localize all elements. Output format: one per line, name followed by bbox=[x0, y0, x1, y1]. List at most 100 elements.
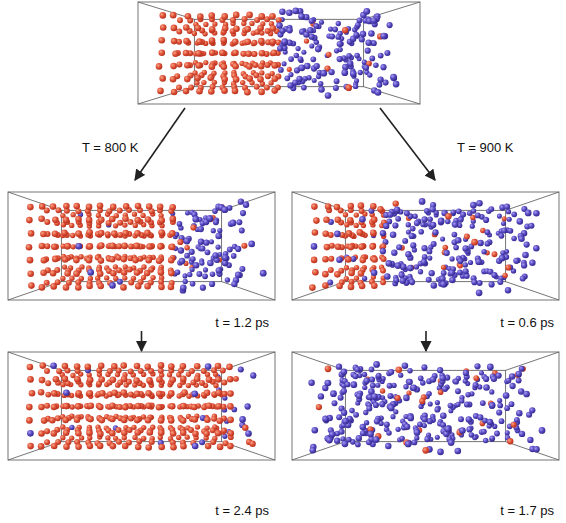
box-edge bbox=[506, 282, 559, 300]
red-atom bbox=[221, 64, 228, 71]
red-atom bbox=[169, 230, 176, 237]
blue-atom bbox=[477, 240, 484, 247]
red-atom bbox=[222, 25, 229, 32]
blue-atom bbox=[292, 8, 299, 15]
red-atom bbox=[221, 13, 228, 20]
blue-atom bbox=[371, 17, 378, 24]
red-atom bbox=[219, 49, 226, 56]
blue-atom bbox=[69, 425, 74, 430]
red-atom bbox=[176, 85, 182, 91]
blue-atom bbox=[333, 85, 339, 91]
red-atom bbox=[264, 84, 270, 90]
red-atom bbox=[227, 443, 234, 450]
blue-atom bbox=[365, 48, 371, 54]
red-atom bbox=[117, 220, 123, 226]
red-atom bbox=[215, 389, 222, 396]
blue-atom bbox=[513, 258, 519, 264]
red-atom bbox=[86, 204, 93, 211]
red-atom bbox=[168, 284, 175, 291]
red-atom bbox=[158, 284, 165, 291]
red-atom bbox=[170, 76, 177, 83]
blue-atom bbox=[313, 23, 319, 29]
red-atom bbox=[98, 376, 105, 383]
red-atom bbox=[246, 75, 253, 82]
red-atom bbox=[87, 402, 94, 409]
red-atom bbox=[201, 80, 206, 85]
blue-atom bbox=[411, 439, 417, 445]
blue-atom bbox=[476, 289, 483, 296]
blue-atom bbox=[363, 8, 370, 15]
blue-atom bbox=[499, 255, 506, 262]
red-atom bbox=[227, 376, 234, 383]
red-atom bbox=[50, 203, 57, 210]
blue-atom bbox=[427, 256, 432, 261]
blue-atom bbox=[287, 27, 293, 33]
blue-atom bbox=[516, 410, 523, 417]
red-atom bbox=[311, 257, 318, 264]
blue-atom bbox=[509, 383, 515, 389]
red-atom bbox=[41, 417, 48, 424]
blue-atom bbox=[250, 372, 256, 378]
red-atom bbox=[52, 256, 59, 263]
blue-atom bbox=[339, 429, 345, 435]
red-atom bbox=[265, 73, 271, 79]
red-atom bbox=[26, 217, 33, 224]
red-atom bbox=[75, 390, 82, 397]
red-atom bbox=[203, 22, 208, 27]
red-atom bbox=[120, 389, 127, 396]
red-atom bbox=[40, 231, 47, 238]
blue-atom bbox=[453, 245, 459, 251]
simulation-box bbox=[292, 352, 559, 460]
blue-atom bbox=[457, 269, 463, 275]
box-edge bbox=[222, 192, 275, 210]
red-atom bbox=[156, 404, 163, 411]
blue-atom bbox=[529, 260, 535, 266]
red-atom bbox=[55, 415, 61, 421]
blue-atom bbox=[387, 393, 393, 399]
red-atom bbox=[232, 38, 239, 45]
box-edge bbox=[222, 352, 275, 370]
red-atom bbox=[158, 217, 165, 224]
blue-atom bbox=[207, 260, 214, 267]
red-atom bbox=[502, 273, 508, 279]
blue-atom bbox=[410, 242, 416, 248]
blue-atom bbox=[193, 262, 200, 269]
blue-atom bbox=[334, 48, 339, 53]
red-atom bbox=[87, 390, 94, 397]
blue-atom bbox=[477, 414, 483, 420]
blue-atom bbox=[420, 222, 425, 227]
red-atom bbox=[171, 25, 178, 32]
red-atom bbox=[322, 256, 329, 263]
red-atom bbox=[228, 430, 235, 437]
red-atom bbox=[97, 443, 104, 450]
red-atom bbox=[205, 443, 212, 450]
blue-atom bbox=[216, 267, 222, 273]
blue-atom bbox=[440, 376, 445, 381]
blue-atom bbox=[429, 206, 436, 213]
red-atom bbox=[122, 404, 129, 411]
blue-atom bbox=[238, 366, 244, 372]
red-atom bbox=[192, 430, 199, 437]
blue-atom bbox=[236, 219, 242, 225]
red-atom bbox=[334, 271, 341, 278]
red-atom bbox=[122, 275, 127, 280]
blue-atom bbox=[363, 65, 369, 71]
red-atom bbox=[145, 402, 152, 409]
blue-atom bbox=[380, 33, 387, 40]
red-atom bbox=[328, 256, 334, 262]
red-atom bbox=[270, 25, 277, 32]
red-atom bbox=[105, 435, 110, 440]
blue-atom bbox=[475, 258, 482, 265]
red-atom bbox=[134, 363, 141, 370]
blue-atom bbox=[459, 398, 464, 403]
blue-atom bbox=[278, 67, 284, 73]
red-atom bbox=[183, 50, 190, 57]
blue-atom bbox=[449, 277, 456, 284]
red-atom bbox=[259, 50, 266, 57]
red-atom bbox=[184, 76, 191, 83]
red-atom bbox=[62, 417, 69, 424]
red-atom bbox=[168, 417, 175, 424]
red-atom bbox=[27, 204, 34, 211]
red-atom bbox=[87, 416, 94, 423]
red-atom bbox=[134, 391, 141, 398]
